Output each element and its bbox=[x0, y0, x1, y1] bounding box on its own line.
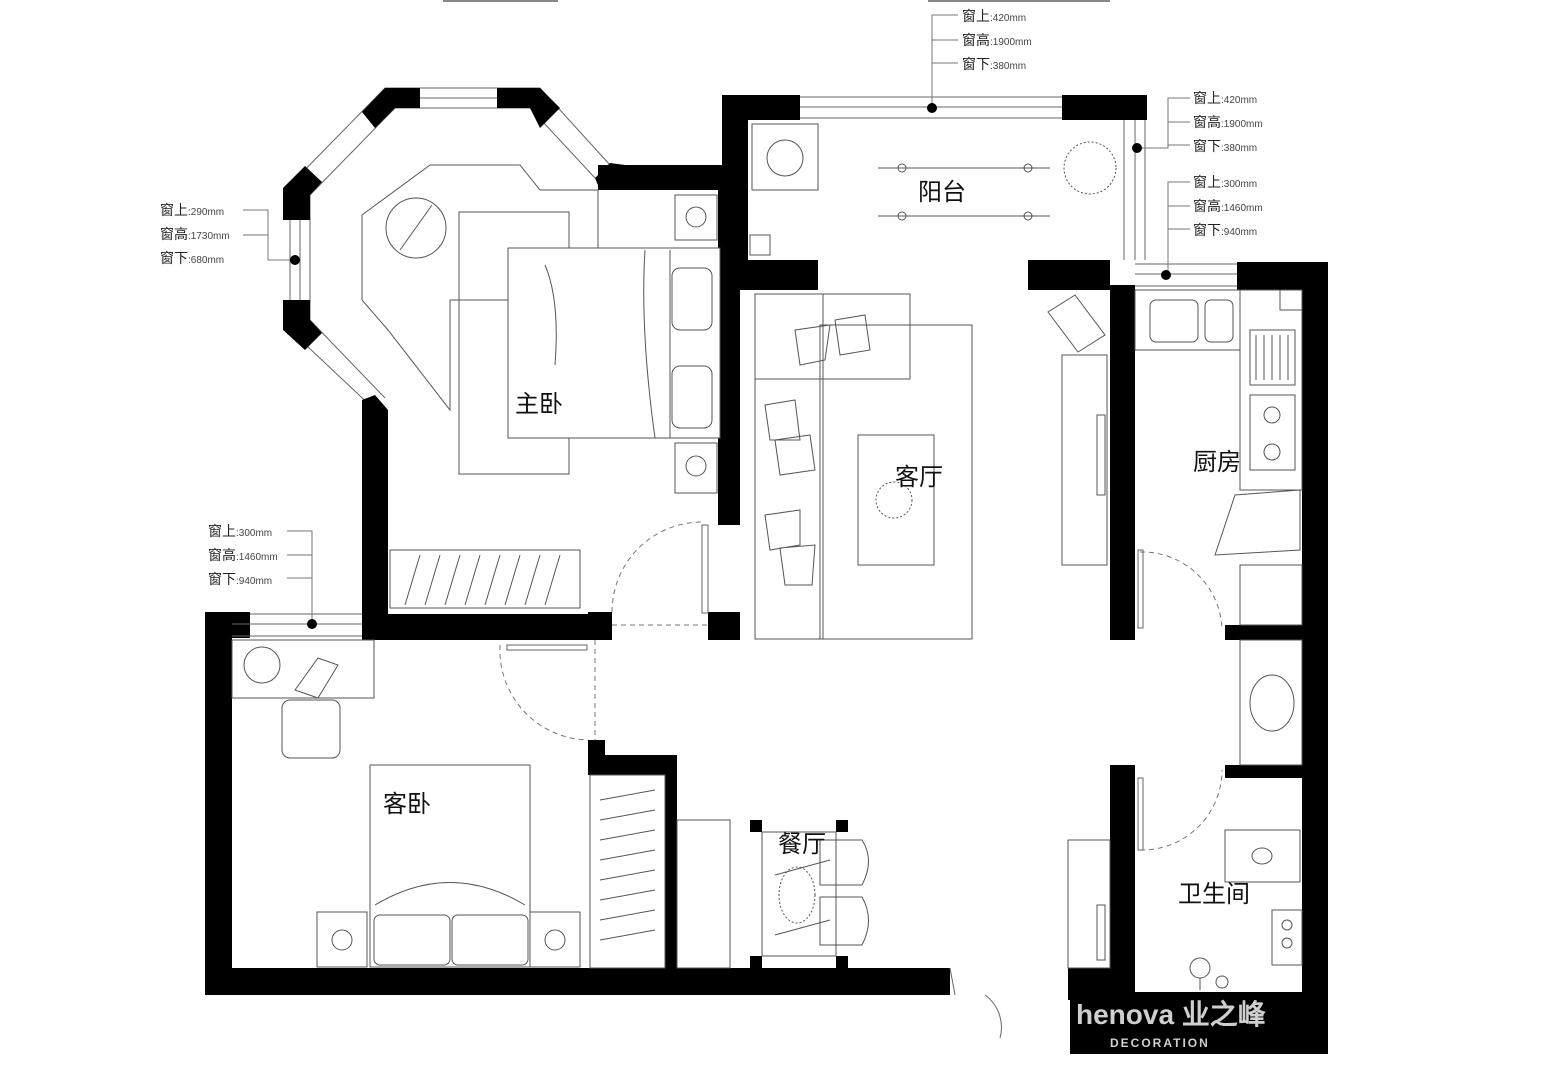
room-label-master-bedroom: 主卧 bbox=[515, 390, 563, 418]
annotation-master-bay: 窗上:290mm 窗高:1730mm 窗下:680mm bbox=[160, 202, 230, 267]
windows bbox=[232, 96, 1237, 637]
svg-text:窗高:1460mm: 窗高:1460mm bbox=[1193, 198, 1263, 215]
furniture bbox=[231, 123, 1303, 990]
doors bbox=[499, 521, 1223, 851]
svg-text:窗高:1900mm: 窗高:1900mm bbox=[962, 32, 1032, 49]
annotation-dots bbox=[290, 103, 1171, 629]
svg-text:henova 业之峰: henova 业之峰 bbox=[1076, 998, 1266, 1030]
walls bbox=[205, 88, 1328, 1000]
room-label-living-room: 客厅 bbox=[895, 463, 943, 491]
svg-text:窗高:1900mm: 窗高:1900mm bbox=[1193, 114, 1263, 131]
svg-text:窗高:1730mm: 窗高:1730mm bbox=[160, 226, 230, 243]
annotation-guest: 窗上:300mm 窗高:1460mm 窗下:940mm bbox=[208, 523, 278, 588]
watermark-logo: henova 业之峰 DECORATION bbox=[1070, 992, 1328, 1054]
svg-text:窗上:420mm: 窗上:420mm bbox=[1193, 90, 1257, 107]
svg-text:DECORATION: DECORATION bbox=[1110, 1036, 1210, 1050]
room-label-dining-room: 餐厅 bbox=[778, 830, 826, 858]
svg-text:窗下:680mm: 窗下:680mm bbox=[160, 250, 224, 267]
room-label-kitchen: 厨房 bbox=[1193, 448, 1241, 476]
svg-text:窗下:940mm: 窗下:940mm bbox=[1193, 222, 1257, 239]
svg-text:窗高:1460mm: 窗高:1460mm bbox=[208, 547, 278, 564]
svg-text:窗上:300mm: 窗上:300mm bbox=[208, 523, 272, 540]
room-label-guest-bedroom: 客卧 bbox=[383, 790, 431, 818]
room-label-balcony: 阳台 bbox=[918, 178, 966, 206]
svg-text:窗下:940mm: 窗下:940mm bbox=[208, 571, 272, 588]
svg-text:窗下:380mm: 窗下:380mm bbox=[962, 56, 1026, 73]
annotation-balcony-top: 窗上:420mm 窗高:1900mm 窗下:380mm bbox=[962, 8, 1032, 73]
annotation-leaders bbox=[243, 14, 1190, 624]
door-leaves bbox=[506, 524, 1144, 1039]
annotation-balcony-right: 窗上:420mm 窗高:1900mm 窗下:380mm bbox=[1193, 90, 1263, 155]
svg-text:窗上:300mm: 窗上:300mm bbox=[1193, 174, 1257, 191]
svg-text:窗下:380mm: 窗下:380mm bbox=[1193, 138, 1257, 155]
annotation-kitchen: 窗上:300mm 窗高:1460mm 窗下:940mm bbox=[1193, 174, 1263, 239]
room-label-bathroom: 卫生间 bbox=[1178, 880, 1250, 908]
svg-text:窗上:420mm: 窗上:420mm bbox=[962, 8, 1026, 25]
svg-text:窗上:290mm: 窗上:290mm bbox=[160, 202, 224, 219]
